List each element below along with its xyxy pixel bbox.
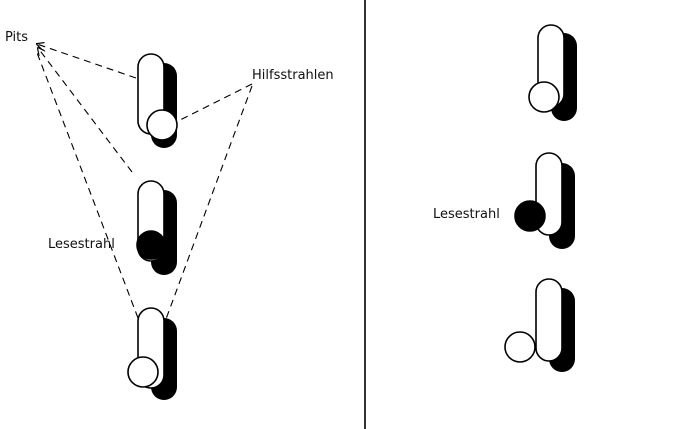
pits-guide-line-top <box>37 44 137 79</box>
hilfsstrahlen-guide-line-bottom <box>151 85 253 358</box>
lesestrahl-label-left: Lesestrahl <box>48 237 115 252</box>
reading-beam-spot <box>136 230 166 260</box>
auxiliary-beam-spot <box>127 356 159 388</box>
hilfsstrahlen-label: Hilfsstrahlen <box>252 68 334 83</box>
beam-spot <box>504 331 536 363</box>
auxiliary-beam-spot <box>146 109 178 141</box>
pits-guide-line-middle <box>38 48 133 173</box>
right-panel: Lesestrahl <box>433 24 577 372</box>
reading-beam-spot <box>514 200 546 232</box>
left-panel: Pits Hilfsstrahlen Lesestrahl <box>5 30 334 400</box>
pit-bottom-right <box>504 278 575 372</box>
pit-top-right <box>528 24 577 121</box>
lesestrahl-label-right: Lesestrahl <box>433 207 500 222</box>
hilfsstrahlen-guide-lines <box>151 83 253 358</box>
pit-bottom-left <box>127 307 177 400</box>
pit-middle-left <box>136 180 177 275</box>
pit-top-left <box>137 53 178 148</box>
beam-spot <box>528 81 560 113</box>
pit-middle-right <box>514 152 575 249</box>
pits-label: Pits <box>5 30 28 45</box>
pits-guide-line-bottom <box>35 49 139 319</box>
hilfsstrahlen-guide-line-top <box>177 83 253 122</box>
pits-guide-lines <box>35 44 139 319</box>
pit-body <box>535 278 563 362</box>
